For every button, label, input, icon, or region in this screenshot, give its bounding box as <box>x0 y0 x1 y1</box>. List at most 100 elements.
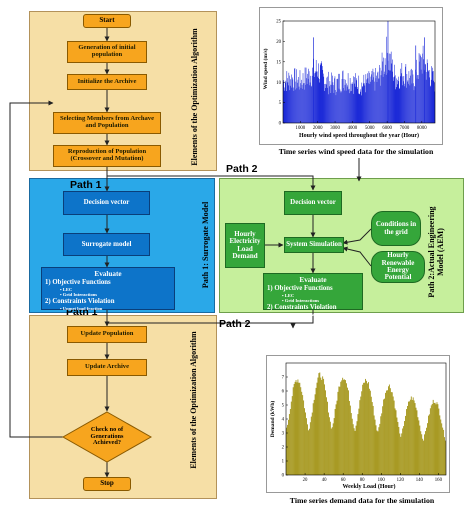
demand-bar <box>388 384 390 475</box>
demand-xlabel: Weekly Load (Hour) <box>342 483 395 490</box>
demand-bar <box>298 382 300 475</box>
demand-bar <box>337 391 339 475</box>
demand-bar <box>314 394 316 475</box>
demand-bar <box>406 409 407 475</box>
demand-bar <box>359 400 361 475</box>
demand-ytick-label: 6 <box>282 390 285 395</box>
demand-bar <box>309 422 311 475</box>
demand-bar <box>315 387 317 475</box>
wind-xtick-label: 7000 <box>400 126 410 131</box>
demand-bar <box>295 380 297 475</box>
demand-bar <box>330 428 332 475</box>
surrogate-model-node: Surrogate model <box>63 233 150 256</box>
top-optimization-panel <box>29 11 217 171</box>
demand-bar <box>415 407 417 475</box>
demand-bar <box>366 380 367 475</box>
demand-bar <box>435 404 437 475</box>
demand-bar <box>343 379 345 475</box>
demand-bar <box>428 415 429 475</box>
demand-bar <box>348 400 350 475</box>
constraints-violation-label: 2) Constraints Violation <box>45 298 115 305</box>
demand-ytick-label: 7 <box>282 376 285 381</box>
demand-bar <box>413 400 415 475</box>
demand-bar <box>433 402 435 475</box>
demand-bar <box>380 416 382 475</box>
demand-bar <box>303 400 305 475</box>
demand-bar <box>427 423 428 475</box>
demand-ylabel: Demand (kWh) <box>269 401 276 438</box>
demand-bar <box>335 404 337 475</box>
demand-bar <box>430 405 432 475</box>
demand-bar <box>325 390 326 475</box>
selecting-members-node: Selecting Members from Archave and Popul… <box>53 112 161 134</box>
demand-bar <box>439 415 441 475</box>
generation-node: Generation of initial population <box>67 41 147 63</box>
demand-bar <box>408 401 409 475</box>
demand-bar <box>363 382 365 475</box>
demand-bar <box>341 380 343 475</box>
demand-bar <box>368 388 370 475</box>
demand-bar <box>388 386 389 475</box>
demand-bar <box>416 410 418 475</box>
demand-bar <box>302 395 304 475</box>
demand-bar <box>319 372 321 475</box>
demand-bar <box>400 436 402 475</box>
demand-bar <box>311 412 313 475</box>
demand-bar <box>372 405 374 475</box>
demand-bar <box>436 402 438 475</box>
demand-bar <box>370 396 372 475</box>
demand-bar <box>442 427 444 475</box>
demand-ytick-label: 4 <box>282 418 285 423</box>
demand-bar <box>385 392 386 475</box>
demand-bar <box>422 438 424 475</box>
initialize-archive-node: Initialize the Archive <box>67 74 147 90</box>
demand-bar <box>316 382 318 475</box>
demand-bar <box>354 430 356 475</box>
demand-bar <box>392 396 394 475</box>
demand-bar <box>426 427 427 475</box>
wind-ytick-label: 20 <box>276 40 281 45</box>
demand-bar <box>409 399 411 475</box>
demand-bar <box>405 415 406 475</box>
demand-bar <box>323 378 325 475</box>
demand-xtick-label: 80 <box>360 478 365 483</box>
demand-bar <box>329 421 331 475</box>
demand-bar <box>320 377 322 475</box>
demand-bar <box>389 388 391 475</box>
demand-xtick-label: 20 <box>303 478 308 483</box>
demand-ytick-label: 2 <box>282 446 285 451</box>
demand-bar <box>347 387 348 475</box>
demand-bar <box>328 417 330 475</box>
top-panel-label: Elements of the Optimization Algorithm <box>190 28 199 166</box>
demand-bar <box>289 408 291 475</box>
demand-bar <box>361 391 363 475</box>
demand-bar <box>318 373 320 475</box>
wind-ytick-label: 10 <box>276 81 281 86</box>
update-archive-node: Update Archive <box>67 359 147 376</box>
demand-bar <box>339 386 341 475</box>
demand-xtick-label: 160 <box>435 478 443 483</box>
demand-bar <box>365 378 366 475</box>
demand-bar <box>358 408 360 475</box>
stop-node: Stop <box>83 477 131 491</box>
demand-bar <box>396 417 398 475</box>
aem-objective-item-grid: • Grid Interactions <box>282 298 320 303</box>
demand-bar <box>403 426 405 475</box>
demand-bar <box>402 428 404 475</box>
demand-bar <box>322 376 324 475</box>
demand-bar <box>352 424 354 475</box>
demand-bar <box>350 413 352 475</box>
demand-bar <box>332 423 334 475</box>
check-decision-diamond <box>62 411 152 463</box>
start-node: Start <box>83 14 131 28</box>
bottom-optimization-panel <box>29 315 217 499</box>
demand-bar <box>417 417 419 475</box>
demand-bar <box>371 402 373 475</box>
wind-xtick-label: 6000 <box>382 126 392 131</box>
demand-bar <box>348 390 349 475</box>
demand-bar <box>331 427 333 475</box>
demand-bar <box>326 397 327 475</box>
